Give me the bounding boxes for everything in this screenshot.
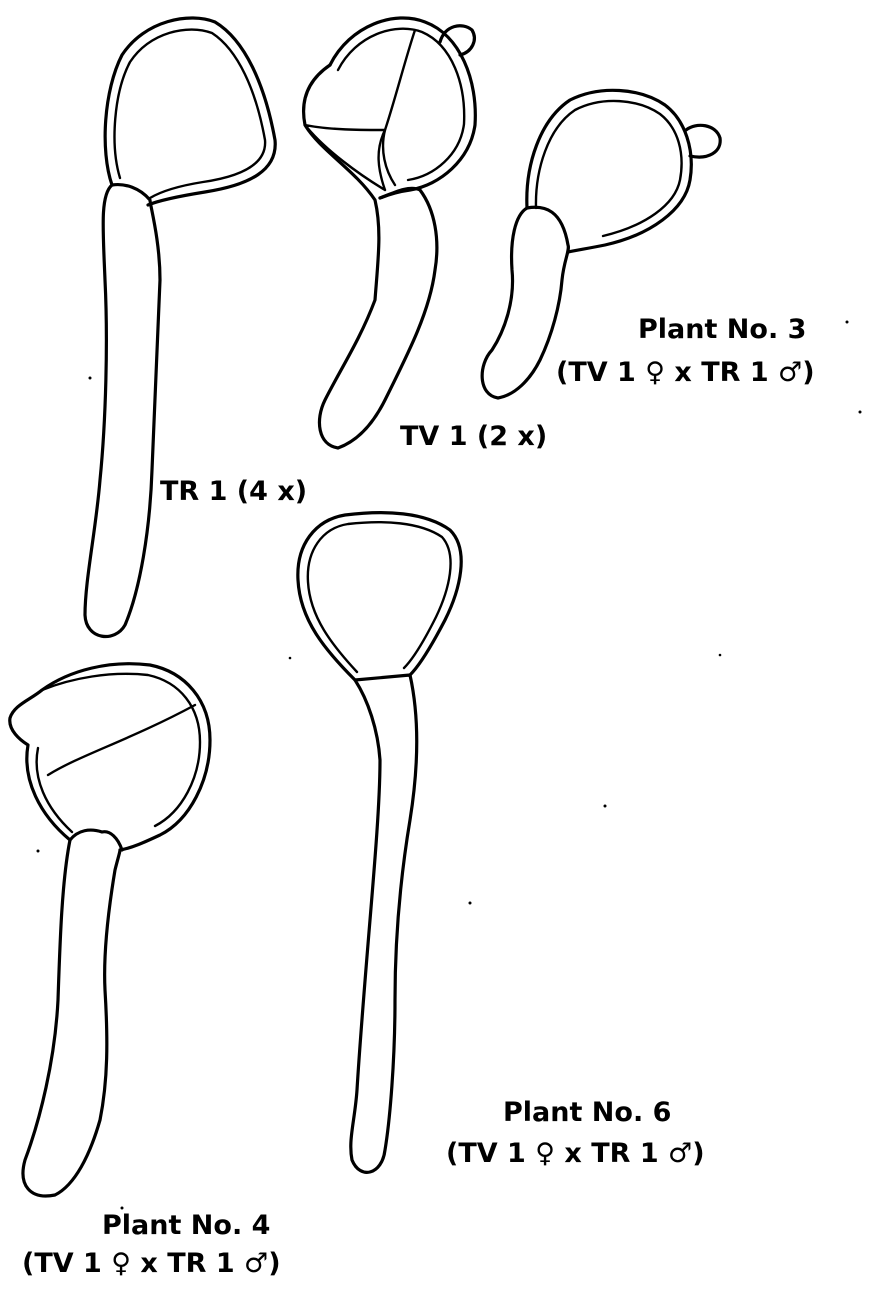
pollen-grain-plant3 (482, 90, 720, 398)
grain-head-tr1-outer (105, 18, 275, 205)
grain-head-tr1-inner (115, 30, 266, 198)
grain-head-tv1-outer (330, 18, 475, 198)
grain-wall-tv1-b (305, 125, 385, 190)
grain-rim-plant4 (70, 830, 122, 850)
pollen-grain-tr1 (85, 18, 275, 636)
label-plant6-title: Plant No. 6 (503, 1097, 671, 1128)
grain-wall-tv1-a (383, 30, 415, 185)
label-plant4-cross: (TV 1 ♀ x TR 1 ♂) (22, 1248, 281, 1279)
scan-specks (37, 321, 862, 1210)
pollen-tube-tv1 (304, 65, 437, 448)
grain-head-tv1-inner (338, 29, 464, 180)
label-plant3-cross: (TV 1 ♀ x TR 1 ♂) (556, 357, 815, 388)
grain-head-plant4-inner (37, 674, 200, 832)
grain-wall-plant4 (48, 705, 195, 775)
label-plant6-cross: (TV 1 ♀ x TR 1 ♂) (446, 1138, 705, 1169)
pollen-grain-plant6 (298, 513, 461, 1173)
pollen-grain-plant4 (10, 664, 210, 1196)
label-plant4-title: Plant No. 4 (102, 1210, 270, 1241)
label-tv1: TV 1 (2 x) (400, 421, 547, 452)
pollen-grain-tv1 (304, 18, 476, 448)
pollen-tube-plant6 (351, 675, 417, 1172)
pollen-tube-tr1 (85, 185, 160, 637)
label-tr1: TR 1 (4 x) (160, 476, 307, 507)
label-plant3-title: Plant No. 3 (638, 314, 806, 345)
grain-head-plant3-outer (527, 90, 691, 252)
pollen-tube-plant4 (23, 840, 120, 1196)
